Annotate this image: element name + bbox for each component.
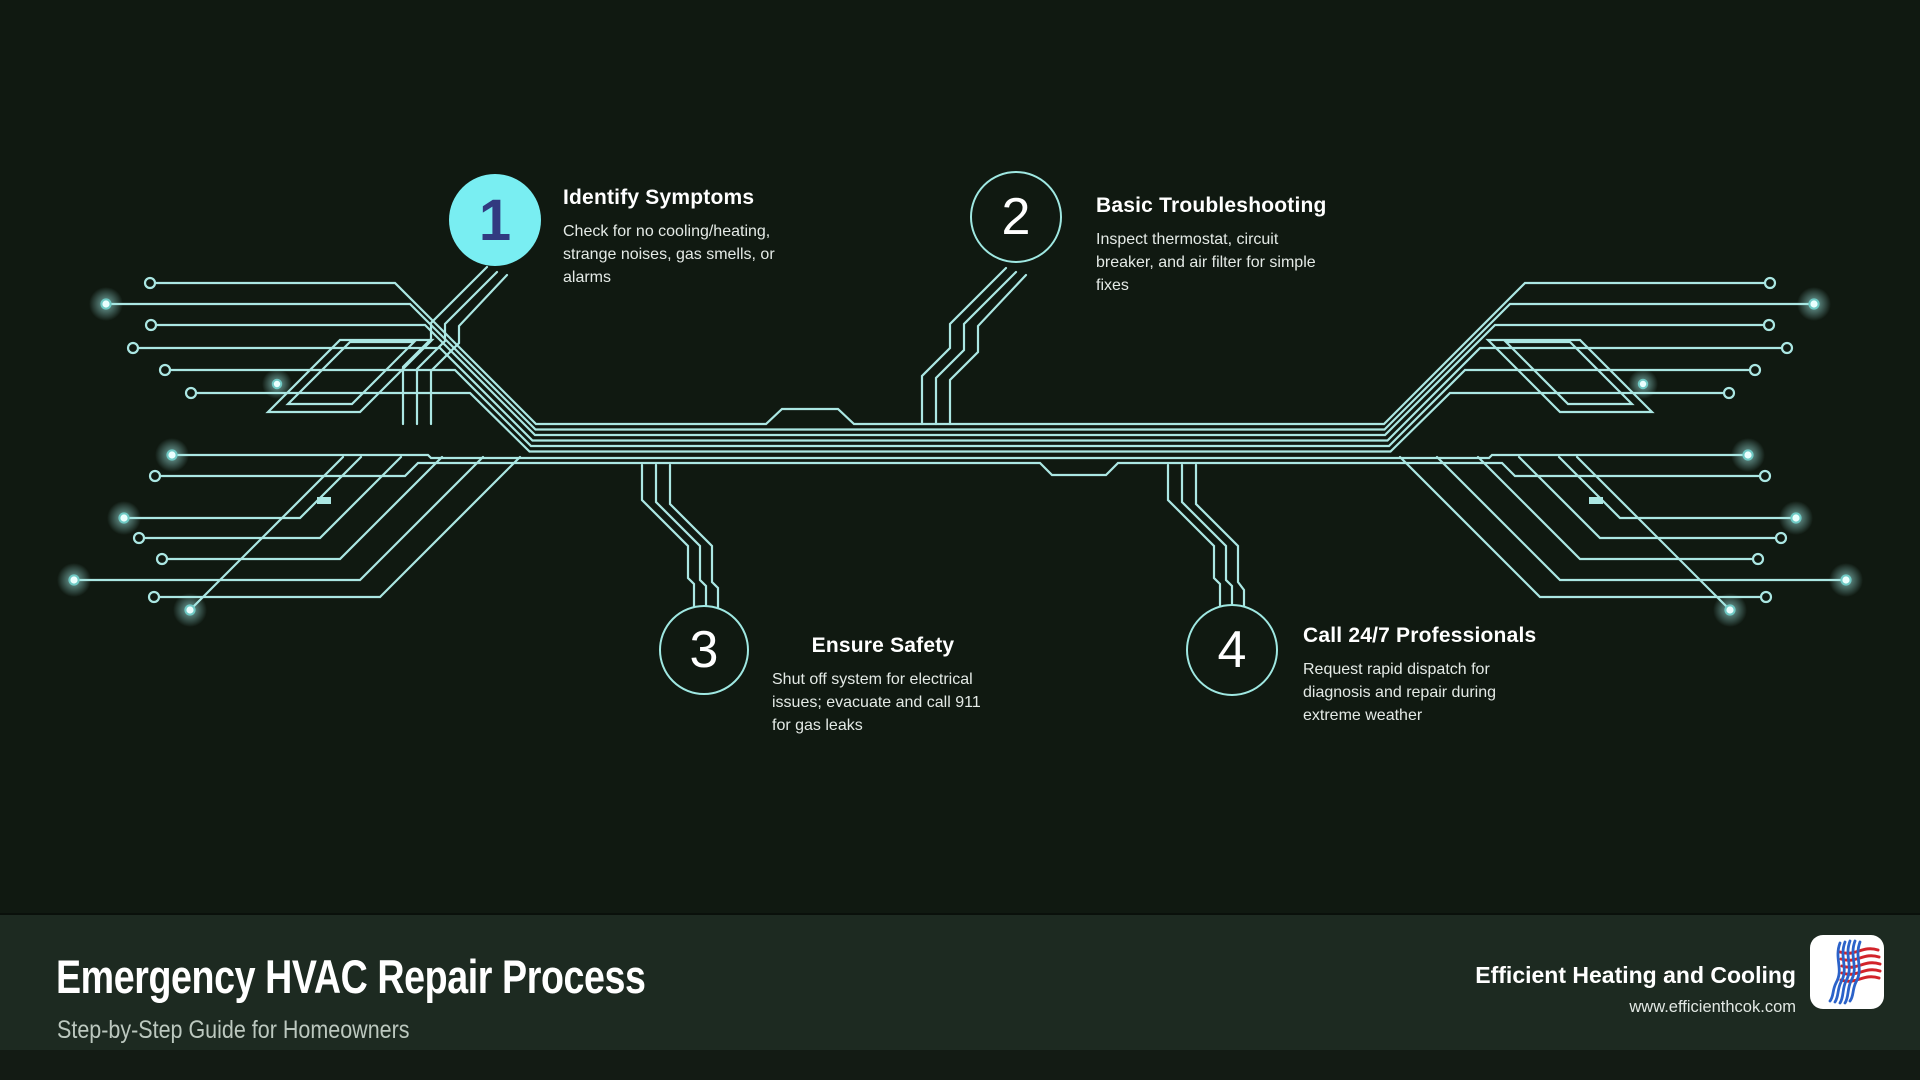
component-pad-right	[1589, 497, 1603, 504]
step-4-title: Call 24/7 Professionals	[1303, 624, 1537, 647]
weave-logo-icon	[1828, 939, 1882, 1005]
step-4-description: Request rapid dispatch for diagnosis and…	[1303, 661, 1497, 725]
company-name: Efficient Heating and Cooling	[1475, 962, 1796, 988]
step-3-title: Ensure Safety	[811, 634, 955, 657]
bottom-strip	[0, 1050, 1920, 1080]
step-1-title: Identify Symptoms	[563, 186, 755, 209]
page-subtitle: Step-by-Step Guide for Homeowners	[57, 1016, 410, 1044]
website-url: www.efficienthcok.com	[1629, 998, 1796, 1016]
step-3-description: Shut off system for electrical issues; e…	[772, 671, 981, 735]
step-2: Basic Troubleshooting Inspect thermostat…	[1096, 194, 1346, 298]
company-logo	[1810, 935, 1884, 1009]
page-title: Emergency HVAC Repair Process	[56, 950, 646, 1003]
step-1-description: Check for no cooling/heating, strange no…	[563, 223, 775, 287]
step-3-number: 3	[689, 621, 719, 679]
step-2-title: Basic Troubleshooting	[1096, 194, 1327, 217]
step-2-number: 2	[1001, 188, 1031, 246]
step-1-badge: 1	[449, 174, 541, 266]
step-4-badge: 4	[1186, 604, 1278, 696]
brand-block: Efficient Heating and Cooling www.effici…	[1475, 962, 1796, 1017]
glow-nodes	[57, 287, 1863, 627]
step-2-badge: 2	[970, 171, 1062, 263]
component-pad-left	[317, 497, 331, 504]
endpoint-rings	[126, 276, 1794, 604]
step-1: Identify Symptoms Check for no cooling/h…	[563, 186, 798, 290]
step-3-badge: 3	[659, 605, 749, 695]
footer-band: Emergency HVAC Repair Process Step-by-St…	[0, 913, 1920, 1050]
step-2-description: Inspect thermostat, circuit breaker, and…	[1096, 231, 1316, 295]
step-3: Ensure Safety Shut off system for electr…	[772, 634, 994, 738]
step-4: Call 24/7 Professionals Request rapid di…	[1303, 624, 1538, 728]
step-4-number: 4	[1217, 621, 1247, 679]
step-1-number: 1	[478, 187, 512, 253]
